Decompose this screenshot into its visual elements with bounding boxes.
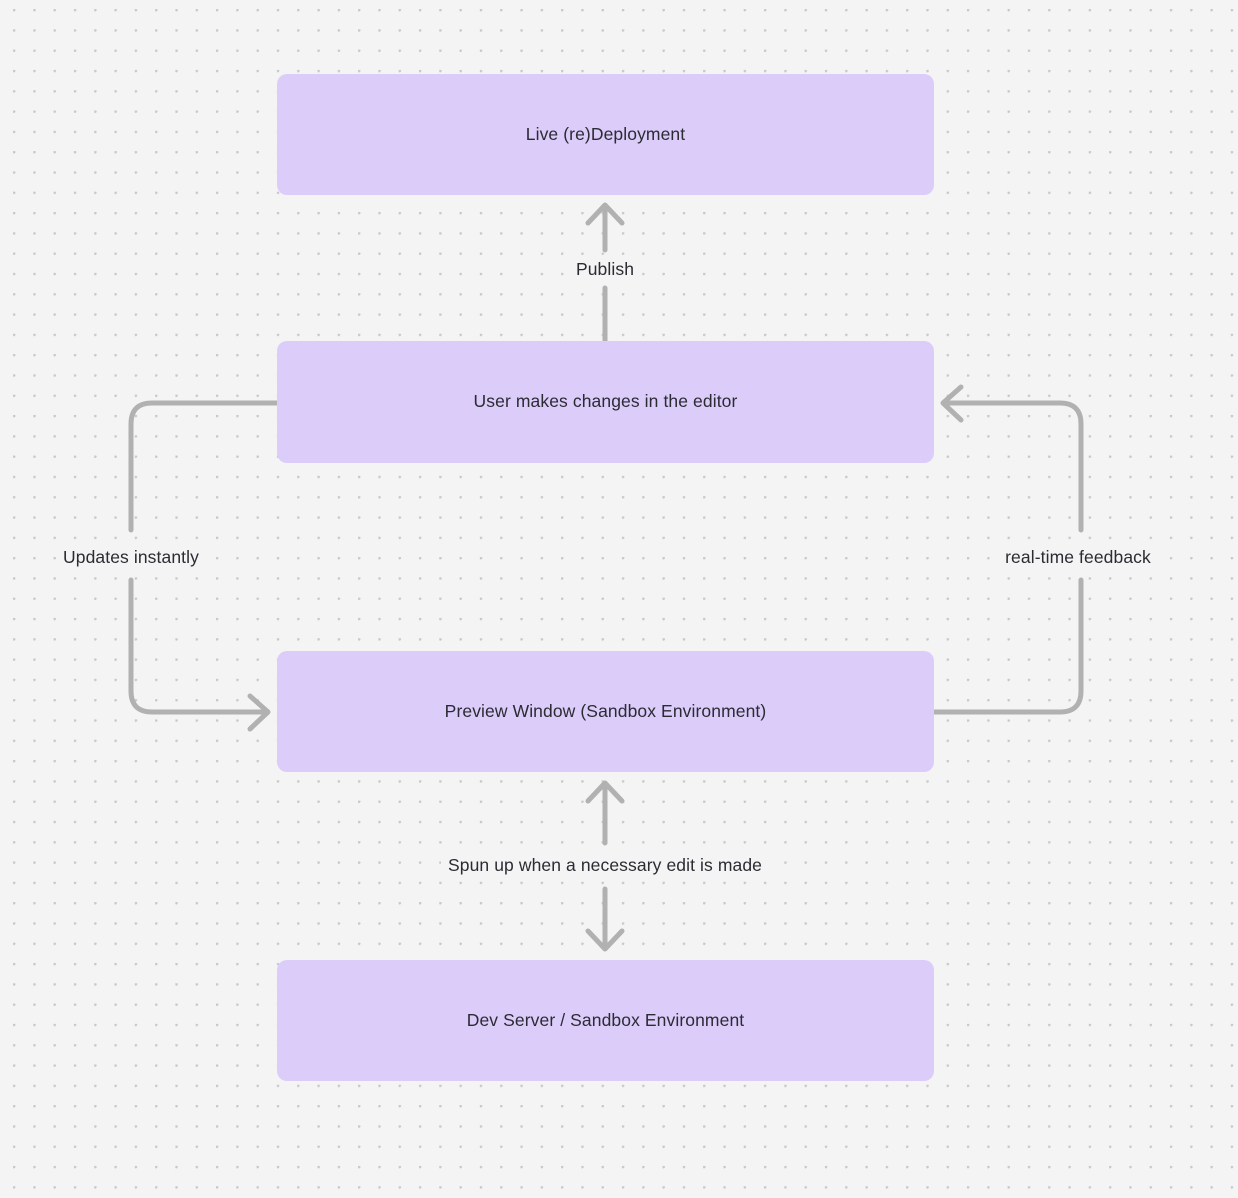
edge-real-time-feedback-segment-lower [931, 577, 1084, 715]
edge-publish-arrowhead [585, 202, 625, 226]
node-live-deployment-label: Live (re)Deployment [525, 123, 686, 144]
edge-updates-instantly-segment-upper [128, 400, 280, 533]
edge-updates-instantly [128, 400, 280, 732]
edge-spun-up-arrowhead-down [585, 928, 625, 952]
node-preview-window-label: Preview Window (Sandbox Environment) [444, 700, 767, 721]
node-dev-server[interactable]: Dev Server / Sandbox Environment [277, 960, 934, 1081]
node-user-edits[interactable]: User makes changes in the editor [277, 341, 934, 463]
edge-spun-up-arrowhead-up [585, 780, 625, 804]
edge-real-time-feedback [931, 384, 1084, 715]
edge-real-time-feedback-arrowhead [940, 384, 964, 423]
edge-spun-up [585, 780, 625, 952]
node-user-edits-label: User makes changes in the editor [473, 391, 738, 412]
edge-updates-instantly-arrowhead [247, 693, 271, 732]
edge-label-real-time-feedback: real-time feedback [998, 545, 1158, 571]
edge-label-spun-up: Spun up when a necessary edit is made [440, 853, 770, 879]
edge-updates-instantly-segment-lower [128, 577, 267, 715]
node-preview-window[interactable]: Preview Window (Sandbox Environment) [277, 651, 934, 772]
node-live-deployment[interactable]: Live (re)Deployment [277, 74, 934, 195]
edge-label-updates-instantly: Updates instantly [56, 545, 206, 571]
edge-label-publish: Publish [568, 257, 642, 283]
edge-real-time-feedback-segment-upper [944, 400, 1084, 533]
node-dev-server-label: Dev Server / Sandbox Environment [466, 1009, 745, 1030]
edge-publish [585, 202, 625, 344]
